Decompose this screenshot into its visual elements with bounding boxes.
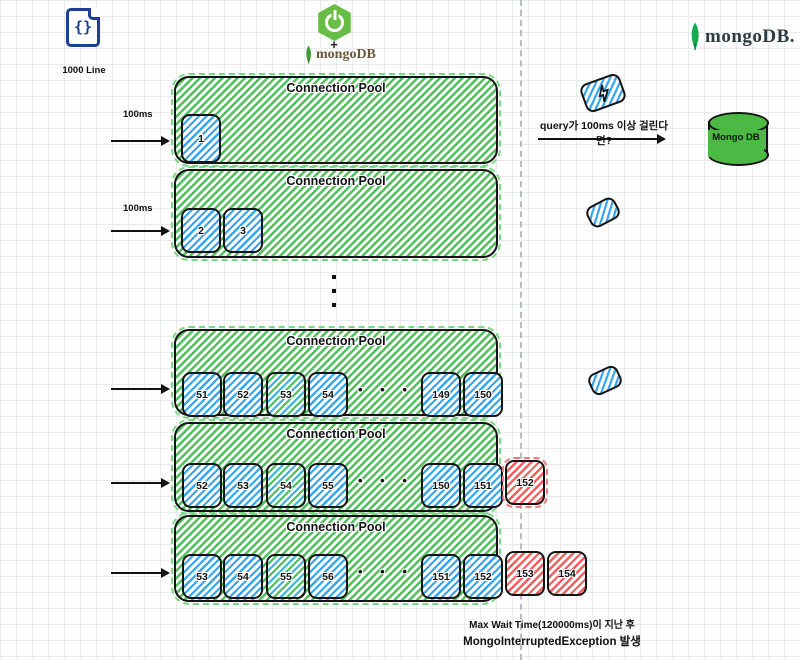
connection-box: 51 bbox=[182, 372, 222, 417]
query-arrow bbox=[538, 133, 666, 146]
exception-note: MongoInterruptedException 발생 bbox=[463, 636, 641, 648]
stack-mongodb-logo: mongoDB bbox=[303, 45, 376, 65]
connection-pool-4: Connection Pool 52 53 54 55 • • • • 150 … bbox=[171, 419, 503, 515]
max-wait-time-note: Max Wait Time(120000ms)이 지난 후 bbox=[469, 620, 635, 631]
pool-title: Connection Pool bbox=[286, 334, 386, 348]
stack-mongodb-wordmark: mongoDB bbox=[316, 47, 376, 62]
connection-pool-2: Connection Pool 2 3 bbox=[171, 166, 501, 261]
pool-title: Connection Pool bbox=[286, 81, 386, 95]
vertical-dashed-divider bbox=[520, 0, 522, 660]
connection-pool-5: Connection Pool 53 54 55 56 • • • • 151 … bbox=[171, 512, 503, 605]
connection-box: 151 bbox=[463, 463, 503, 508]
connection-box: 2 bbox=[181, 208, 221, 253]
braces-glyph: {} bbox=[73, 18, 93, 36]
query-icon bbox=[585, 363, 625, 398]
connection-box: 1 bbox=[181, 114, 221, 163]
horizontal-ellipsis: • • • • bbox=[358, 473, 437, 488]
plus-sign: + bbox=[330, 37, 338, 52]
connection-box: 149 bbox=[421, 372, 461, 417]
connection-box: 52 bbox=[223, 372, 263, 417]
connection-box: 3 bbox=[223, 208, 263, 253]
feed-arrow bbox=[111, 225, 170, 238]
power-icon bbox=[325, 13, 344, 32]
mongodb-cylinder-body bbox=[708, 130, 764, 157]
connection-box: 54 bbox=[223, 554, 263, 599]
connection-box: 55 bbox=[308, 463, 348, 508]
query-question-text: query가 100ms 이상 걸린다면? bbox=[540, 120, 668, 147]
connection-box: 56 bbox=[308, 554, 348, 599]
feed-arrow bbox=[111, 383, 170, 396]
overflow-connection-box: 152 bbox=[502, 457, 548, 508]
feed-arrow bbox=[111, 477, 170, 490]
query-icon bbox=[583, 194, 623, 231]
feed-arrow bbox=[111, 567, 170, 580]
connection-box: 152 bbox=[463, 554, 503, 599]
horizontal-ellipsis: • • • • bbox=[358, 564, 437, 579]
rate-label: 100ms bbox=[123, 109, 153, 120]
pool-title: Connection Pool bbox=[286, 427, 386, 441]
connection-box: 53 bbox=[182, 554, 222, 599]
connection-pool-1: Connection Pool 1 bbox=[171, 73, 501, 167]
horizontal-ellipsis: • • • • bbox=[358, 382, 437, 397]
connection-box: 52 bbox=[182, 463, 222, 508]
connection-box: 54 bbox=[266, 463, 306, 508]
lightning-bolt-icon bbox=[597, 84, 609, 102]
connection-box: 150 bbox=[463, 372, 503, 417]
rate-label: 100ms bbox=[123, 203, 153, 214]
mongodb-leaf-icon bbox=[691, 22, 699, 50]
mongodb-leaf-icon bbox=[306, 45, 312, 64]
pool-title: Connection Pool bbox=[286, 520, 386, 534]
json-file-icon: {} bbox=[66, 8, 100, 47]
mongodb-logo: mongoDB. bbox=[688, 22, 795, 52]
mongodb-wordmark: mongoDB. bbox=[705, 26, 796, 47]
file-line-count-label: 1000 Line bbox=[62, 65, 106, 76]
vertical-ellipsis bbox=[332, 275, 336, 307]
connection-box: 150 bbox=[421, 463, 461, 508]
overflow-connection-box: 153 bbox=[505, 551, 545, 596]
spring-boot-icon bbox=[318, 4, 351, 41]
connection-box: 151 bbox=[421, 554, 461, 599]
overflow-connection-box: 154 bbox=[547, 551, 587, 596]
connection-box: 54 bbox=[308, 372, 348, 417]
pool-title: Connection Pool bbox=[286, 174, 386, 188]
connection-box: 53 bbox=[223, 463, 263, 508]
connection-box: 55 bbox=[266, 554, 306, 599]
connection-pool-3: Connection Pool 51 52 53 54 • • • • 149 … bbox=[171, 326, 503, 419]
connection-box: 53 bbox=[266, 372, 306, 417]
mongodb-cylinder-label: Mongo DB bbox=[712, 132, 760, 143]
feed-arrow bbox=[111, 135, 170, 148]
query-lightning-icon bbox=[578, 71, 628, 115]
